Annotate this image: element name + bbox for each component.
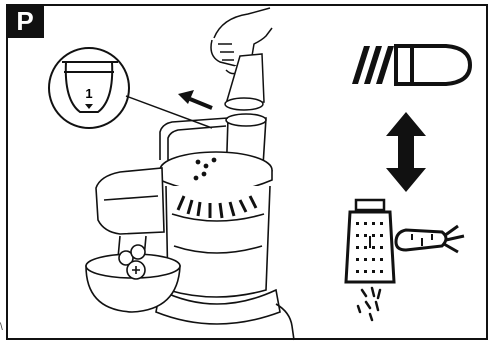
double-arrow-icon — [386, 112, 426, 192]
callout-number: 1 — [85, 86, 92, 101]
slicing-disc-icon — [352, 46, 470, 84]
grater-icon — [346, 200, 394, 320]
push-arrow-icon — [178, 90, 212, 108]
corner-mark: \ — [0, 322, 3, 333]
carrot-icon — [396, 226, 464, 252]
lid-detail-callout: 1 — [49, 48, 212, 128]
food-processor — [86, 114, 294, 340]
